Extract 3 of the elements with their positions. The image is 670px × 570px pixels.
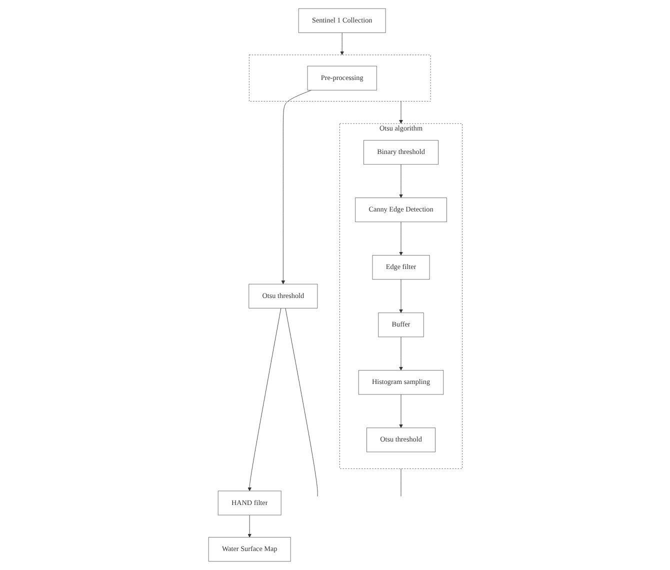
- connector: [400, 468, 401, 497]
- connector: [284, 308, 318, 497]
- cluster: [248, 54, 430, 102]
